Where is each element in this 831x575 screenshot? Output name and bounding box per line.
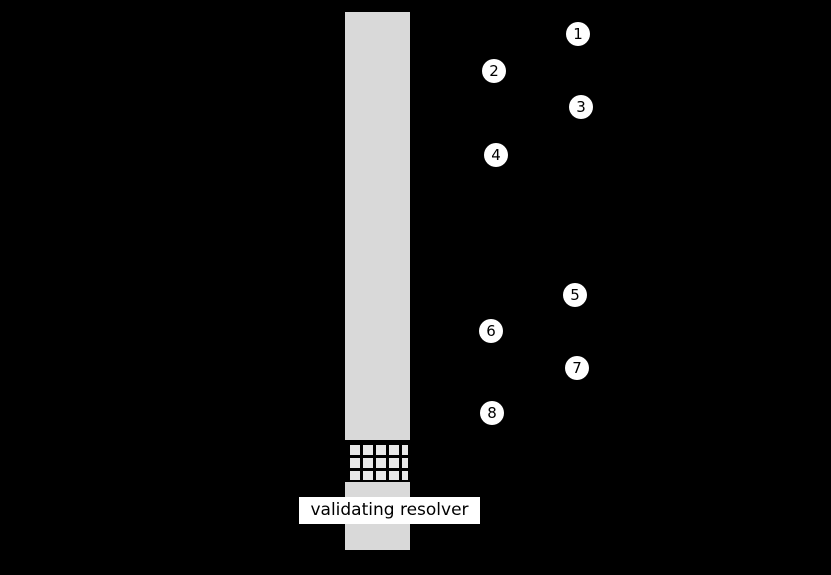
step-marker-3: 3 [569,95,593,119]
validating-resolver-label: validating resolver [299,497,480,524]
step-marker-4: 4 [484,143,508,167]
step-marker-5: 5 [563,283,587,307]
step-marker-8: 8 [480,401,504,425]
step-marker-7: 7 [565,356,589,380]
step-marker-2: 2 [482,59,506,83]
step-marker-1: 1 [566,22,590,46]
grid-pattern-segment [345,440,410,482]
step-marker-6: 6 [479,319,503,343]
